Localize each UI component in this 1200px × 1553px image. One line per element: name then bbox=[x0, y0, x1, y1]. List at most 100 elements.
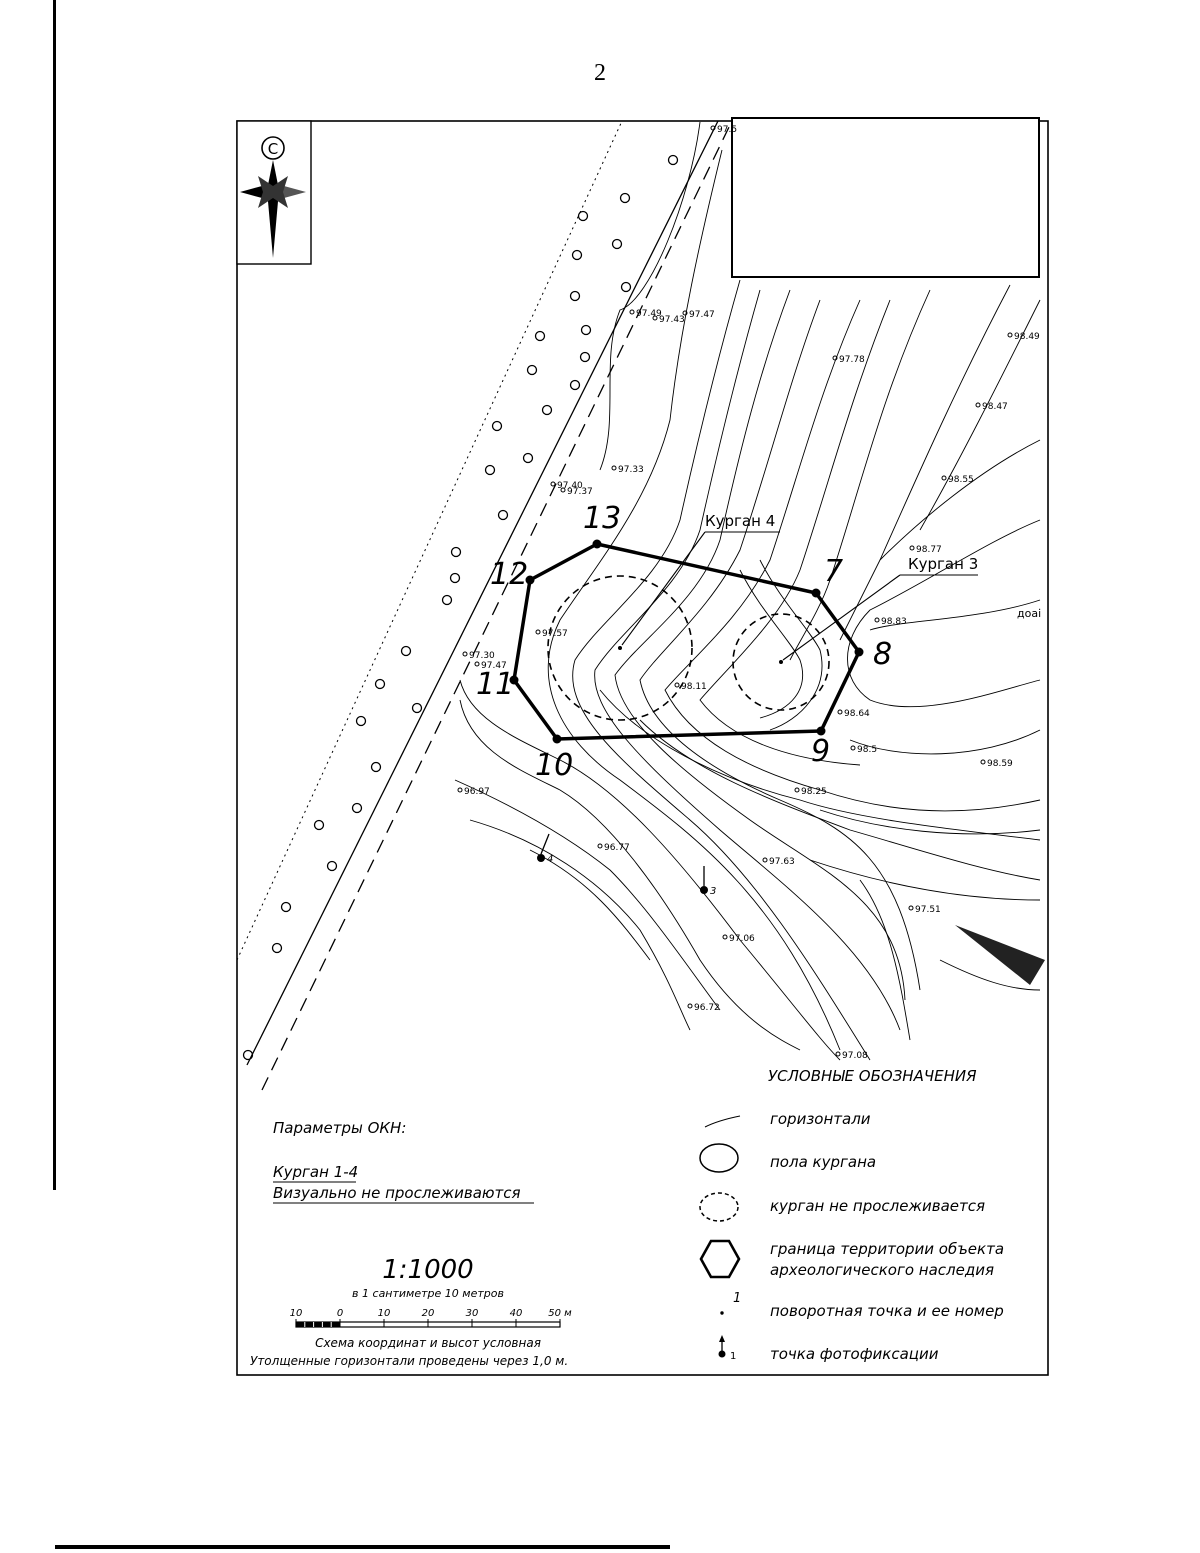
params-line1: Курган 1-4 bbox=[273, 1163, 358, 1181]
elevation-label: 97.49 bbox=[636, 309, 662, 319]
contour-lines bbox=[454, 121, 1041, 1061]
heritage-boundary-polygon bbox=[512, 542, 861, 741]
compass-rose: С bbox=[236, 120, 312, 265]
elevation-mark: 97.08 bbox=[835, 1051, 868, 1061]
hatch-area bbox=[955, 925, 1045, 985]
elevation-label: 98.47 bbox=[982, 402, 1008, 412]
elevation-label: 97.43 bbox=[659, 315, 685, 325]
elevation-mark: 97.57 bbox=[535, 629, 568, 639]
turning-point-number: 9 bbox=[811, 734, 830, 769]
elevation-label: 97.30 bbox=[469, 651, 495, 661]
scale-tick-label: 10 bbox=[378, 1308, 391, 1319]
elevation-mark: 97.63 bbox=[762, 857, 795, 867]
bottom-rule bbox=[55, 1545, 670, 1549]
legend-photo-point-number: 1 bbox=[730, 1351, 736, 1362]
legend-item-photo-point: точка фотофиксации bbox=[770, 1345, 939, 1363]
elevation-mark: 97.49 bbox=[629, 309, 662, 319]
legend: горизонтали пола кургана курган не просл… bbox=[699, 1110, 1004, 1363]
elevation-mark: 98.47 bbox=[975, 402, 1008, 412]
turning-point-8: 8 bbox=[854, 637, 892, 672]
legend-contour-symbol bbox=[704, 1115, 741, 1128]
kurgan-3-label: Курган 3 bbox=[908, 555, 978, 573]
photo-point-3: 3 bbox=[700, 866, 716, 897]
elevation-label: 98.77 bbox=[916, 545, 942, 555]
turning-point-11: 11 bbox=[476, 667, 519, 702]
legend-item-contours: горизонтали bbox=[770, 1110, 871, 1128]
scale-note-contours: Утолщенные горизонтали проведены через 1… bbox=[250, 1354, 568, 1368]
elevation-label: 97.47 bbox=[689, 310, 715, 320]
legend-item-kurgan: пола кургана bbox=[770, 1153, 876, 1171]
elevation-label: 97.57 bbox=[542, 629, 568, 639]
elevation-label: 98.5 bbox=[857, 745, 877, 755]
turning-point-number: 11 bbox=[476, 667, 514, 702]
scale-tick-label: 20 bbox=[422, 1308, 435, 1319]
legend-boundary-symbol bbox=[699, 1239, 741, 1279]
map-frame bbox=[236, 120, 1049, 1376]
elevation-label: 97.37 bbox=[567, 487, 593, 497]
elevation-label: 97.51 bbox=[915, 905, 941, 915]
elevation-label: 98.11 bbox=[681, 682, 707, 692]
scale-note-coordinates: Схема координат и высот условная bbox=[315, 1336, 541, 1350]
photo-point-number: 4 bbox=[547, 854, 553, 865]
elevation-mark: 98.5 bbox=[850, 745, 877, 755]
elevation-mark: 98.59 bbox=[980, 759, 1013, 769]
elevation-label: 98.55 bbox=[948, 475, 974, 485]
elevation-mark: 98.49 bbox=[1007, 332, 1040, 342]
kurgan-3-circle bbox=[732, 613, 830, 711]
elevation-mark: 97.06 bbox=[722, 934, 755, 944]
elevation-label: 97.33 bbox=[618, 465, 644, 475]
turning-point-number: 8 bbox=[873, 637, 892, 672]
tree-belt-circles bbox=[242, 154, 679, 1061]
params-title: Параметры ОКН: bbox=[273, 1119, 406, 1137]
scale-tick-label: 30 bbox=[466, 1308, 479, 1319]
turning-points: 7 8 9 10 11 12 13 bbox=[476, 501, 892, 783]
elevation-mark: 97.37 bbox=[560, 487, 593, 497]
turning-point-7: 7 bbox=[811, 554, 843, 598]
elevation-label: 98.25 bbox=[801, 787, 827, 797]
elevation-mark: 97.47 bbox=[474, 661, 507, 671]
photo-point-4: 4 bbox=[537, 833, 553, 865]
elevation-mark: 98.55 bbox=[941, 475, 974, 485]
elevation-mark: 96.77 bbox=[597, 843, 630, 853]
legend-item-turning-point: поворотная точка и ее номер bbox=[770, 1302, 1004, 1320]
legend-item-boundary-line2: археологического наследия bbox=[770, 1261, 994, 1279]
elevation-mark: 98.64 bbox=[837, 709, 870, 719]
left-margin-rule bbox=[53, 0, 56, 1190]
legend-turning-point-symbol bbox=[720, 1311, 724, 1315]
elevation-label: 98.64 bbox=[844, 709, 870, 719]
kurgan-4-label: Курган 4 bbox=[705, 512, 775, 530]
turning-point-number: 13 bbox=[583, 501, 621, 536]
elevation-mark: 98.11 bbox=[674, 682, 707, 692]
elevation-mark: 98.77 bbox=[909, 545, 942, 555]
page-number: 2 bbox=[594, 60, 606, 86]
road-label: доаі bbox=[1017, 607, 1041, 620]
elevation-mark: 98.83 bbox=[874, 617, 907, 627]
elevation-label: 97.63 bbox=[769, 857, 795, 867]
photo-points: 43 bbox=[537, 833, 716, 897]
turning-point-number: 7 bbox=[824, 554, 843, 589]
turning-point-12: 12 bbox=[490, 557, 535, 592]
legend-item-boundary: граница территории объекта bbox=[770, 1240, 1004, 1258]
legend-title: УСЛОВНЫЕ ОБОЗНАЧЕНИЯ bbox=[768, 1067, 977, 1085]
elevation-mark: 98.25 bbox=[794, 787, 827, 797]
legend-item-kurgan-not-visible: курган не прослеживается bbox=[770, 1197, 985, 1215]
elevation-label: 97.47 bbox=[481, 661, 507, 671]
elevation-label: 97.06 bbox=[729, 934, 755, 944]
turning-point-13: 13 bbox=[583, 501, 621, 549]
elevation-mark: 97.43 bbox=[652, 315, 685, 325]
scale-description: в 1 сантиметре 10 метров bbox=[352, 1287, 504, 1300]
legend-kurgan-dashed-symbol bbox=[699, 1192, 739, 1222]
road-lines bbox=[236, 120, 731, 1091]
scale-tick-label: 0 bbox=[337, 1308, 343, 1319]
legend-kurgan-symbol bbox=[699, 1143, 739, 1173]
legend-photo-point-symbol bbox=[718, 1350, 726, 1358]
elevation-label: 97.40 bbox=[557, 481, 583, 491]
kurgan-4-circle bbox=[547, 575, 693, 721]
legend-turning-point-number: 1 bbox=[733, 1291, 741, 1306]
elevation-mark: 97.51 bbox=[908, 905, 941, 915]
turning-point-10: 10 bbox=[535, 734, 573, 783]
compass-north-letter: С bbox=[268, 140, 278, 158]
